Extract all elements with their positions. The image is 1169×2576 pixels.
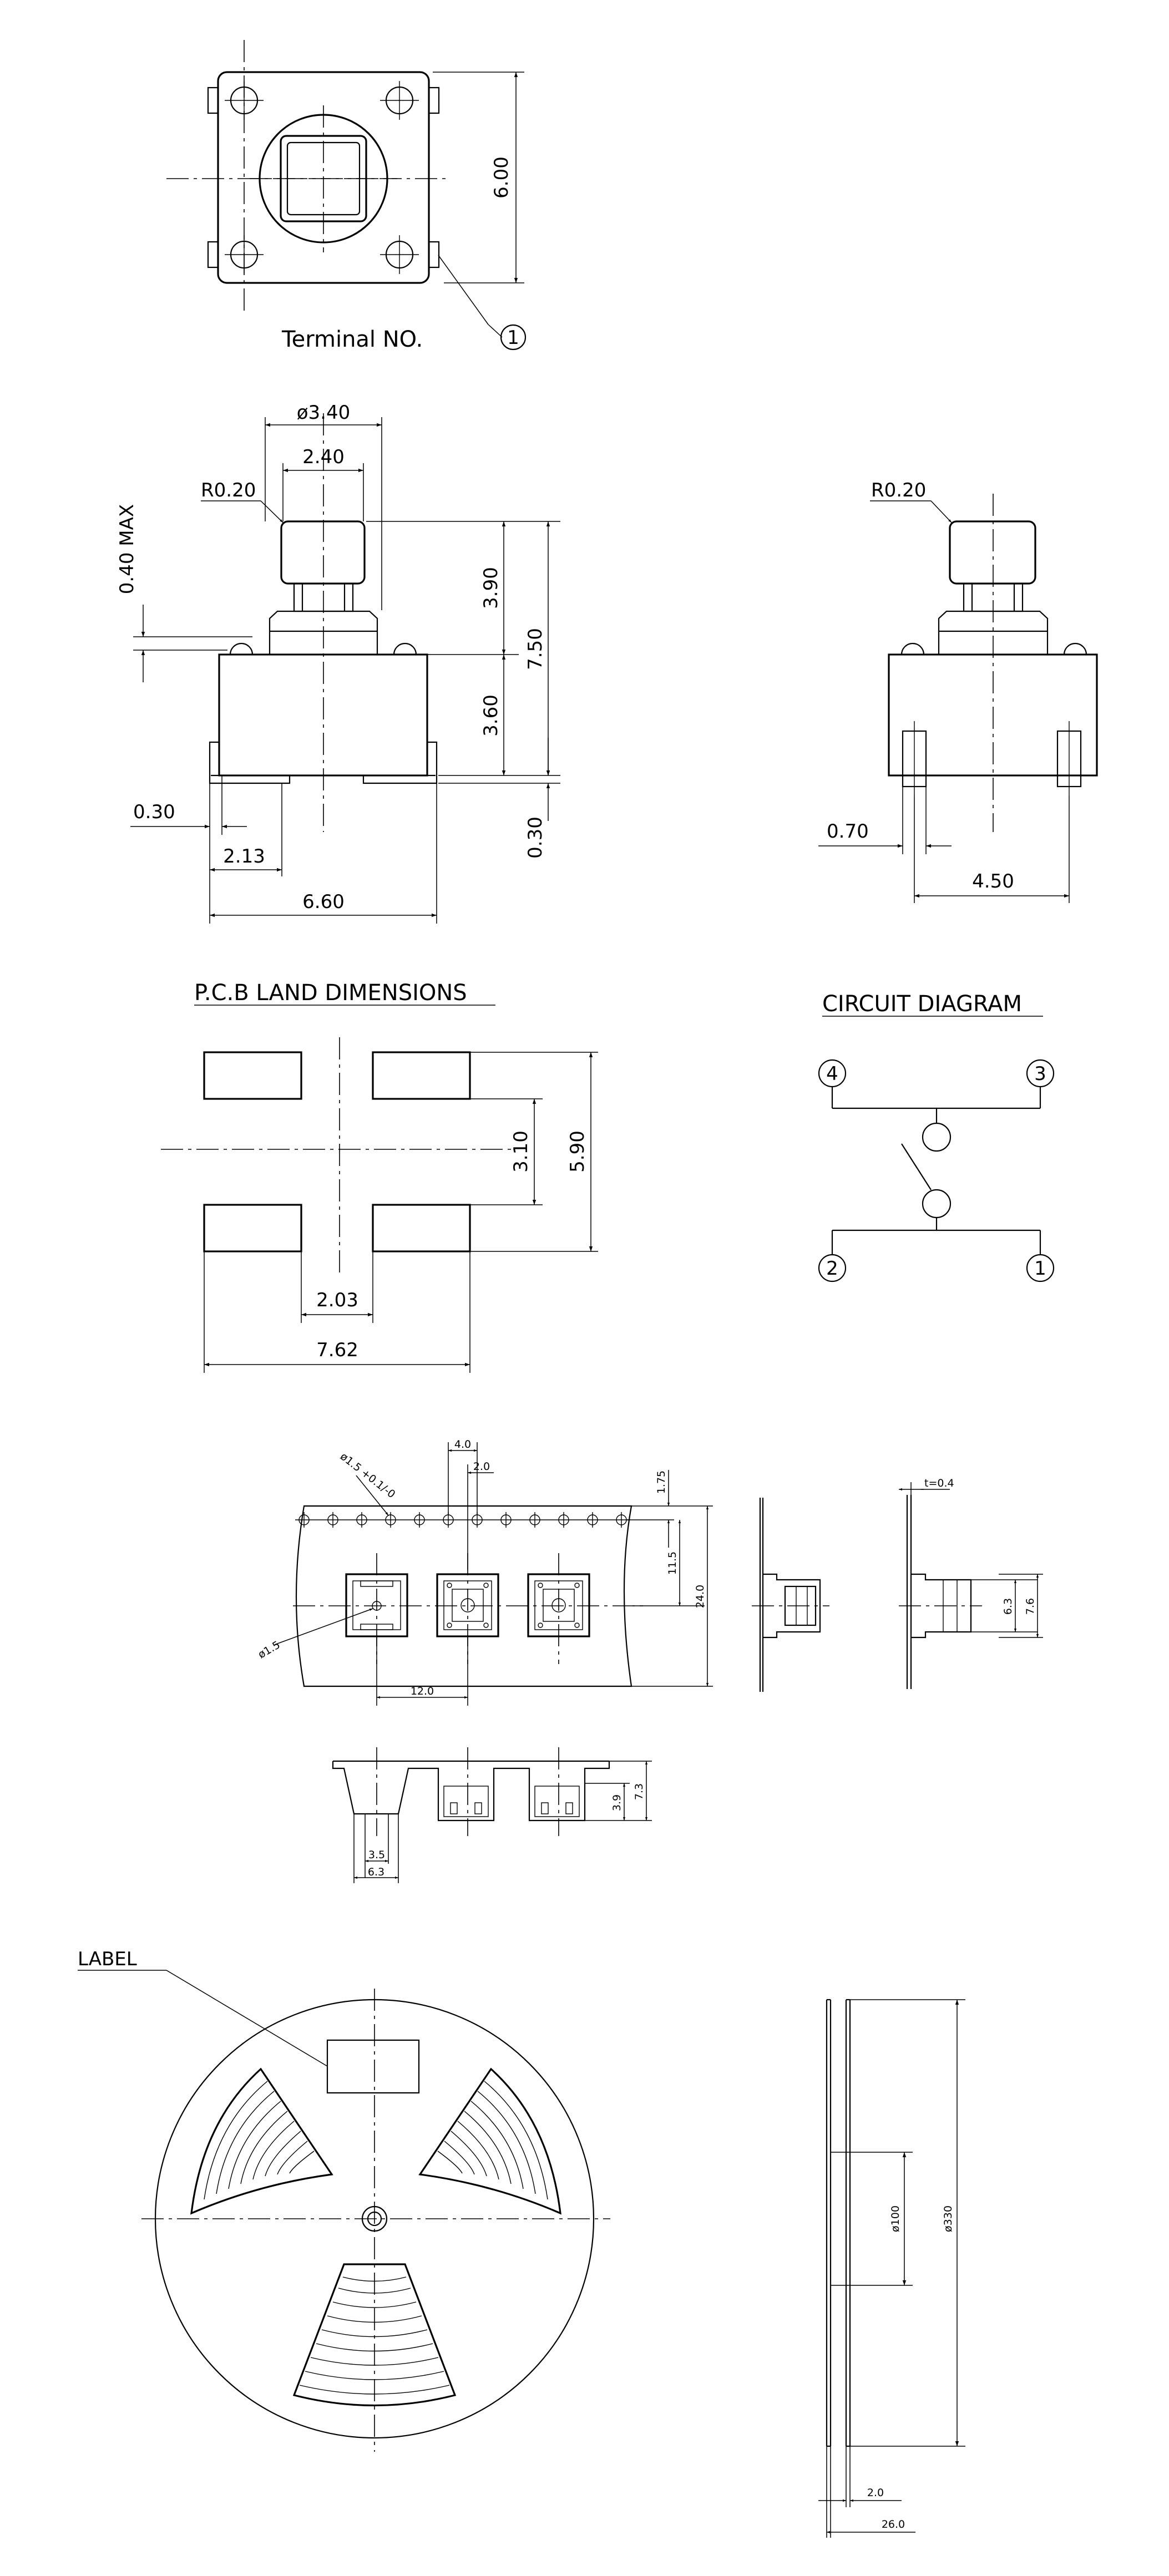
reel-dim-width: 26.0 <box>882 2518 905 2531</box>
carrier-tape: 4.0 2.0 ø1.5 +0.1/-0 ø1.5 12.0 1.75 11.5… <box>256 1438 1043 1883</box>
dim-pad-gap-v: 3.10 <box>510 1130 532 1173</box>
reel-label <box>326 2039 420 2094</box>
tape-dim-175: 1.75 <box>655 1470 667 1494</box>
reel-dim-reel: ø330 <box>942 2205 954 2232</box>
dim-total-width: 6.60 <box>302 891 345 913</box>
tape-dim-39: 3.9 <box>611 1794 623 1811</box>
dim-pad-span-h: 7.62 <box>316 1339 358 1361</box>
dim-actuator-height: 3.90 <box>480 567 502 609</box>
dim-pad-span-v: 5.90 <box>566 1130 589 1173</box>
dim-lead-width: 2.13 <box>223 845 265 868</box>
dim-terminal-thickness: 0.30 <box>133 801 175 823</box>
side-dim-lead: 0.70 <box>827 820 869 843</box>
tape-dim-73: 7.3 <box>633 1783 645 1800</box>
dim-radius: R0.20 <box>201 479 256 501</box>
reel-dim-hub: ø100 <box>889 2205 902 2232</box>
pin-2: 2 <box>826 1257 838 1280</box>
pcb-pad <box>372 1051 471 1100</box>
dim-pad-gap-h: 2.03 <box>316 1289 358 1311</box>
dim-inner-width: 2.40 <box>302 446 345 468</box>
circuit-title: CIRCUIT DIAGRAM <box>822 991 1022 1017</box>
tape-dim-2: 2.0 <box>473 1461 490 1473</box>
tape-dim-t: t=0.4 <box>924 1477 954 1489</box>
tape-dim-pitch-4: 4.0 <box>454 1438 471 1451</box>
front-view: ø3.40 2.40 R0.20 0.40 MAX 3.90 3.60 7.50… <box>116 402 560 924</box>
dim-outer-diameter: ø3.40 <box>297 402 351 424</box>
side-view: R0.20 0.70 4.50 <box>818 479 1098 903</box>
circuit-diagram: CIRCUIT DIAGRAM 4 3 2 1 <box>818 991 1055 1282</box>
terminal-label: Terminal NO. <box>281 327 423 352</box>
tape-dim-63b: 6.3 <box>368 1866 384 1878</box>
dim-max: 0.40 MAX <box>116 504 138 594</box>
tape-dim-hole: ø1.5 +0.1/-0 <box>338 1451 398 1501</box>
pcb-pad <box>372 1204 471 1252</box>
reel-window <box>292 2263 457 2407</box>
reel-window <box>190 2067 333 2215</box>
side-dim-radius: R0.20 <box>871 479 926 501</box>
dim-body-height: 3.60 <box>480 694 502 737</box>
pcb-pad <box>203 1204 302 1252</box>
dim-total-height: 7.50 <box>524 628 546 670</box>
tape-dim-35: 3.5 <box>368 1849 385 1861</box>
tape-dim-115: 11.5 <box>666 1551 679 1575</box>
pcb-land-view: P.C.B LAND DIMENSIONS 3.10 5.90 2.03 7.6… <box>161 980 598 1373</box>
reel-front-view: LABEL <box>78 1948 610 2452</box>
dim-terminal-offset: 0.30 <box>524 817 546 859</box>
tape-dim-240: 24.0 <box>694 1585 706 1608</box>
tape-dim-63: 6.3 <box>1002 1598 1014 1615</box>
reel-side-view: ø100 ø330 2.0 26.0 <box>818 1999 965 2538</box>
reel-dim-flange: 2.0 <box>867 2487 884 2499</box>
reel-label-text: LABEL <box>78 1948 137 1970</box>
side-dim-pitch: 4.50 <box>972 870 1014 893</box>
pcb-pad <box>203 1051 302 1100</box>
pin-4: 4 <box>826 1063 838 1085</box>
pin-1: 1 <box>1034 1257 1046 1280</box>
tape-dim-15: ø1.5 <box>256 1639 282 1661</box>
dim-height-text: 6.00 <box>490 156 513 199</box>
terminal-number: 1 <box>507 327 519 349</box>
tape-dim-76: 7.6 <box>1024 1598 1036 1615</box>
pcb-land-title: P.C.B LAND DIMENSIONS <box>194 980 467 1006</box>
pin-3: 3 <box>1034 1063 1046 1085</box>
top-view: 6.00 Terminal NO. 1 <box>166 40 527 352</box>
tape-dim-pocket-pitch: 12.0 <box>411 1685 434 1697</box>
sprocket-holes <box>295 1512 630 1528</box>
reel-window <box>418 2067 561 2215</box>
